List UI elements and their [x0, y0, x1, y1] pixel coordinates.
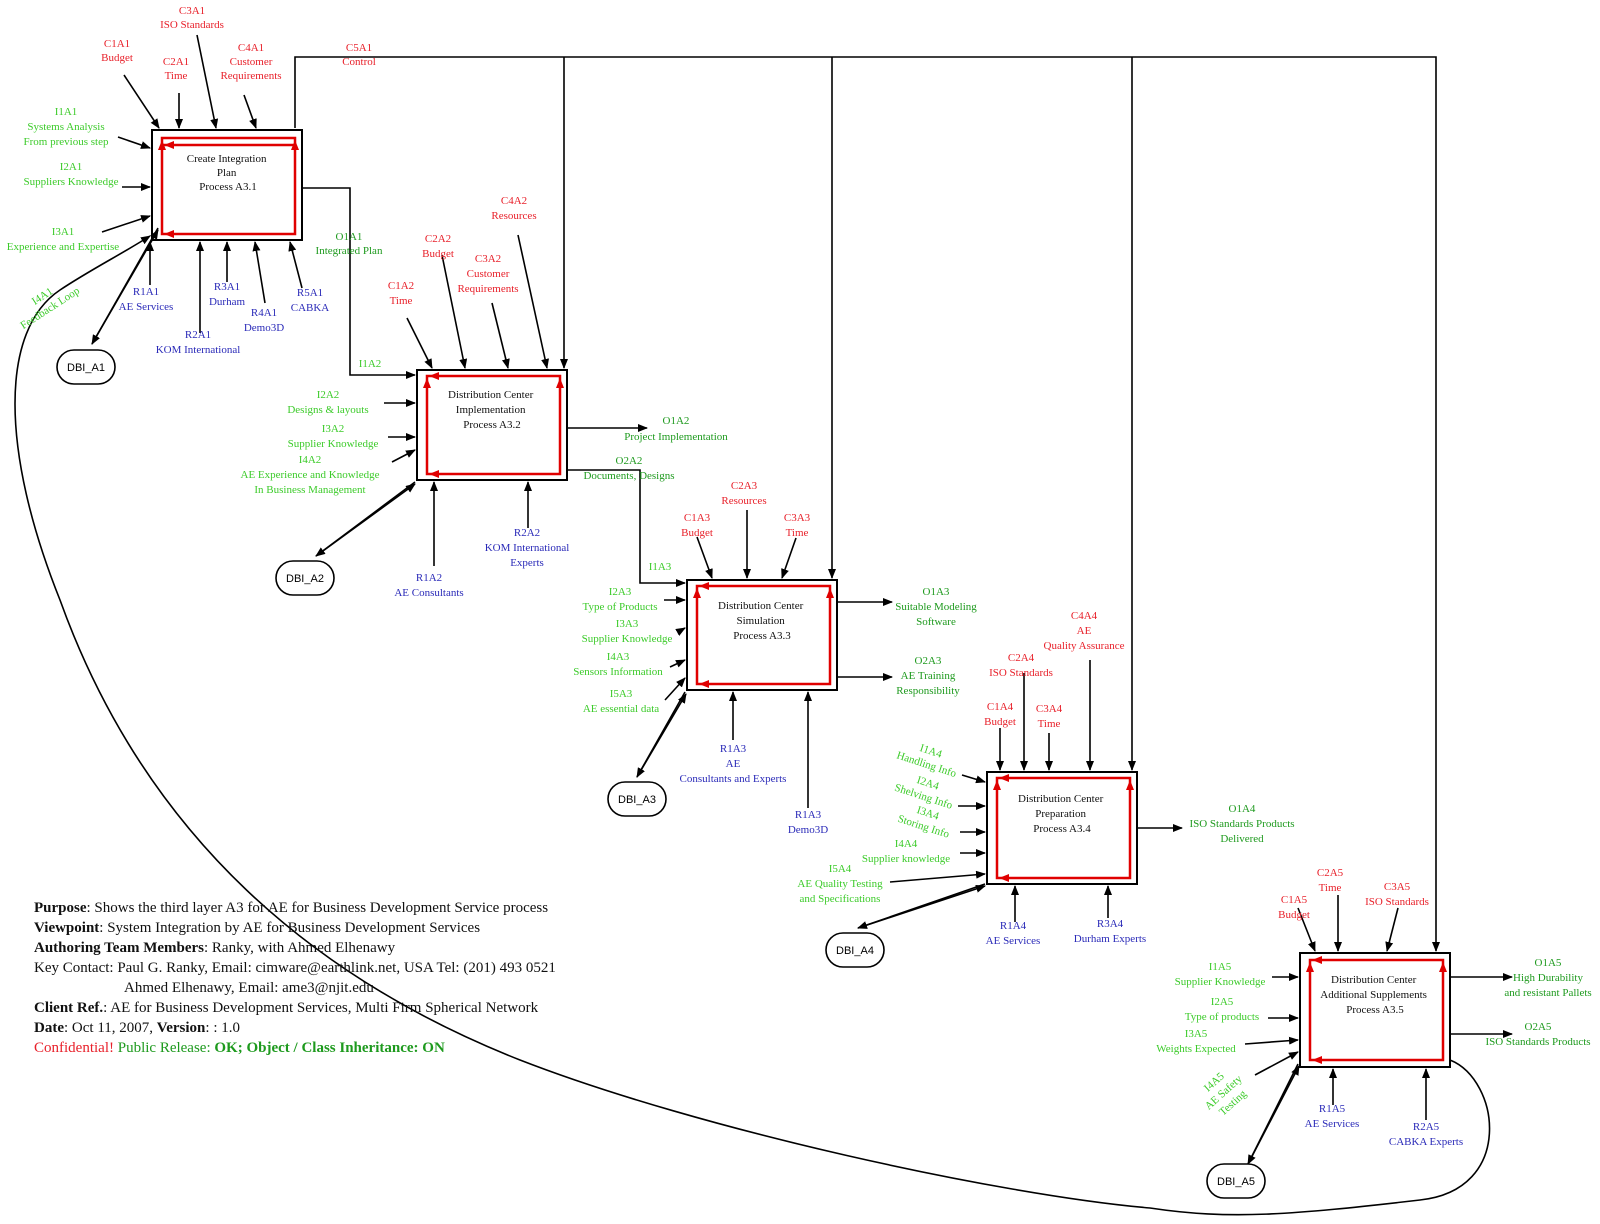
database-dbi-a4: DBI_A4: [825, 932, 885, 968]
database-dbi-a5: DBI_A5: [1206, 1163, 1266, 1199]
box-title-a31: Create Integration Plan Process A3.1: [187, 153, 269, 193]
release-line: Confidential! Public Release: OK; Object…: [34, 1040, 445, 1056]
purpose-line: Purpose: Shows the third layer A3 for AE…: [34, 900, 549, 916]
process-box-a35: Distribution Center Additional Supplemen…: [1299, 952, 1451, 1068]
label-i1a4: I1A4Handling Info: [895, 736, 962, 780]
process-box-a33: Distribution Center Simulation Process A…: [686, 579, 838, 691]
svg-text:DBI_A2: DBI_A2: [286, 573, 324, 585]
database-dbi-a1: DBI_A1: [56, 349, 116, 385]
connector-lines: [14, 34, 1513, 1216]
box-title-a35: Distribution Center Additional Supplemen…: [1320, 974, 1429, 1016]
viewpoint-line: Viewpoint: System Integration by AE for …: [34, 920, 481, 936]
svg-text:DBI_A3: DBI_A3: [618, 794, 656, 806]
team-line: Authoring Team Members: Ranky, with Ahme…: [34, 940, 396, 956]
contact-line-2: Ahmed Elhenawy, Email: ame3@njit.edu: [124, 980, 374, 996]
diagram-info-block: Purpose: Shows the third layer A3 for AE…: [34, 898, 594, 1058]
box-title-a34: Distribution Center Preparation Process …: [1018, 793, 1106, 835]
date-line: Date: Oct 11, 2007, Version: : 1.0: [34, 1020, 240, 1036]
label-i1a3: I1A3: [649, 561, 672, 573]
box-title-a33: Distribution Center Simulation Process A…: [718, 600, 806, 642]
box-title-a32: Distribution Center Implementation Proce…: [448, 389, 536, 431]
label-i1a2: I1A2: [359, 358, 382, 370]
process-box-a31: Create Integration Plan Process A3.1: [151, 129, 303, 241]
label-i4a5: I4A5AE SafetyTesting: [1193, 1062, 1254, 1123]
svg-text:DBI_A1: DBI_A1: [67, 362, 105, 374]
process-box-a32: Distribution Center Implementation Proce…: [416, 369, 568, 481]
database-dbi-a2: DBI_A2: [275, 560, 335, 596]
client-line: Client Ref.: AE for Business Development…: [34, 1000, 539, 1016]
process-box-a34: Distribution Center Preparation Process …: [986, 771, 1138, 885]
contact-line: Key Contact: Paul G. Ranky, Email: cimwa…: [34, 960, 556, 976]
database-dbi-a3: DBI_A3: [607, 781, 667, 817]
svg-text:DBI_A5: DBI_A5: [1217, 1176, 1255, 1188]
svg-text:DBI_A4: DBI_A4: [836, 945, 874, 957]
